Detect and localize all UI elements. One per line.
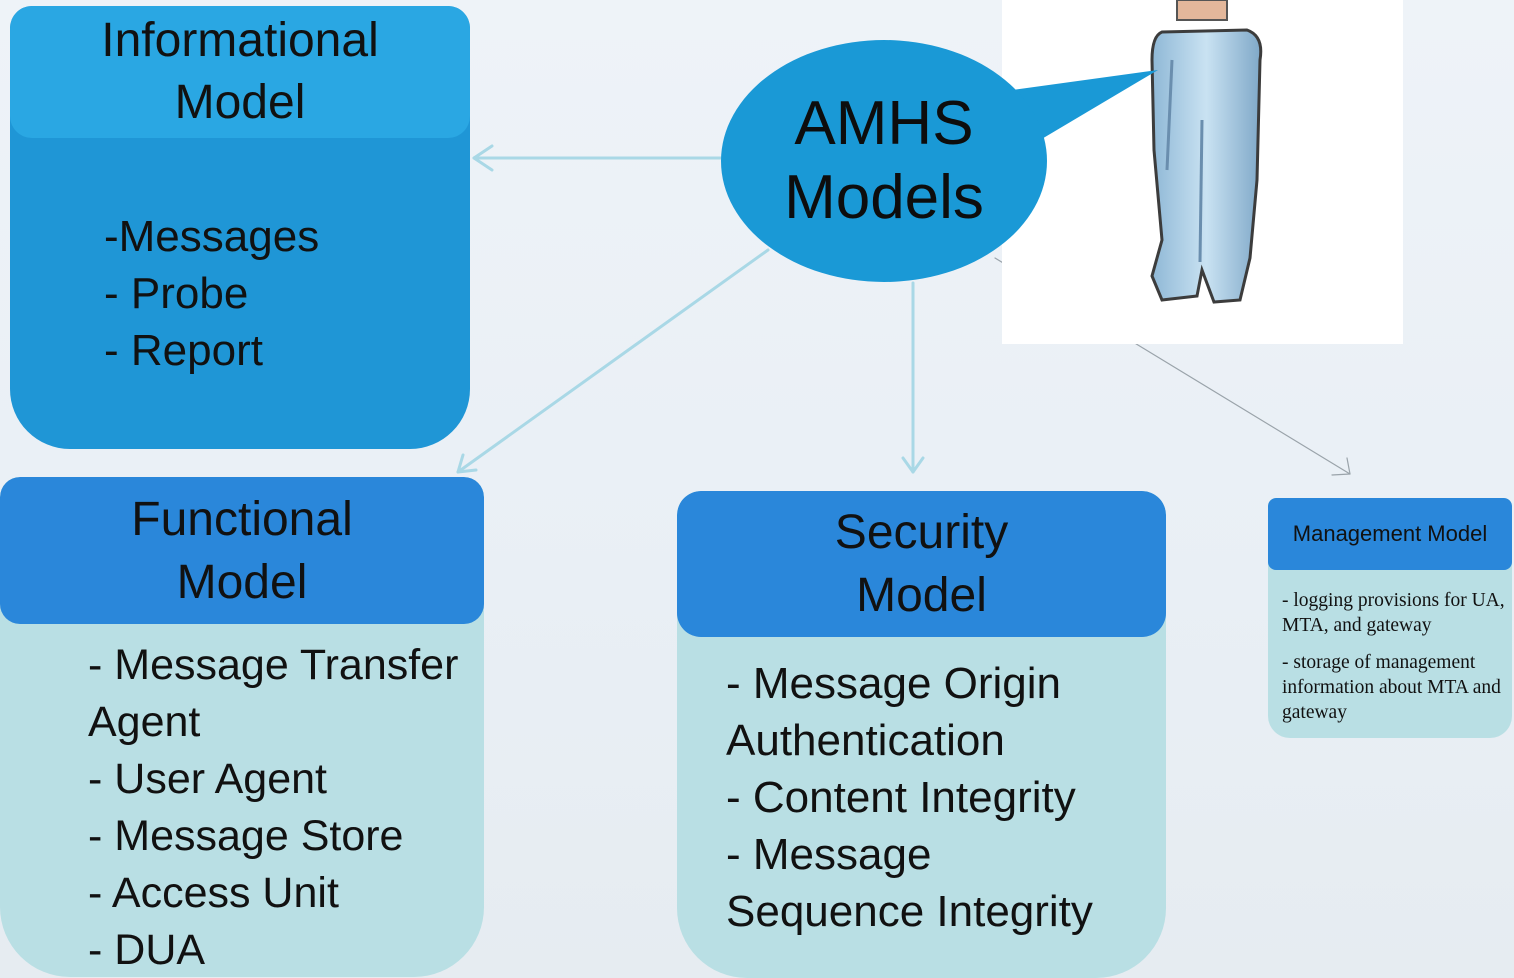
management-model-items: - logging provisions for UA, MTA, and ga… <box>1282 588 1508 737</box>
functional-model-items: - Message Transfer Agent - User Agent - … <box>88 637 458 977</box>
informational-model-box: Informational Model -Messages - Probe - … <box>10 6 470 449</box>
list-item: - logging provisions for UA, MTA, and ga… <box>1282 590 1505 636</box>
title-line: Model <box>856 569 987 622</box>
list-item: - Message Transfer <box>88 641 459 689</box>
management-model-box: Management Model - logging provisions fo… <box>1268 498 1512 738</box>
list-item: - Report <box>104 326 263 375</box>
arrow-to-security <box>901 281 925 474</box>
list-item: Authentication <box>726 716 1005 765</box>
list-item: - Content Integrity <box>726 773 1076 822</box>
list-item: Agent <box>88 698 201 746</box>
arrow-to-functional <box>456 248 770 474</box>
security-model-items: - Message Origin Authentication - Conten… <box>726 655 1093 940</box>
functional-model-box: Functional Model - Message Transfer Agen… <box>0 477 484 977</box>
list-item: - Message <box>726 830 932 879</box>
list-item: - Probe <box>104 269 249 318</box>
management-model-title: Management Model <box>1268 498 1512 570</box>
amhs-models-ellipse: AMHS Models <box>721 40 1047 282</box>
security-model-box: Security Model - Message Origin Authenti… <box>677 491 1166 978</box>
title-line: Informational <box>101 14 379 67</box>
title-line: Functional <box>131 492 353 546</box>
center-line-1: AMHS <box>794 89 974 158</box>
list-item: - Access Unit <box>88 869 339 917</box>
list-item: - storage of management information abou… <box>1282 652 1501 723</box>
list-item: Sequence Integrity <box>726 887 1093 936</box>
list-item: - Message Store <box>88 812 404 860</box>
informational-model-title: Informational Model <box>10 6 470 138</box>
title-line: Security <box>834 506 1009 559</box>
title-line: Model <box>174 76 306 129</box>
list-item: - DUA <box>88 926 206 974</box>
list-item: - User Agent <box>88 755 327 803</box>
center-line-2: Models <box>784 163 984 232</box>
person-illustration <box>1002 0 1403 344</box>
person-figure-icon <box>1150 0 1263 304</box>
security-model-title: Security Model <box>677 491 1166 637</box>
list-item: -Messages <box>104 212 320 261</box>
informational-model-items: -Messages - Probe - Report <box>104 208 319 379</box>
arrow-to-informational <box>472 144 724 172</box>
functional-model-title: Functional Model <box>0 477 484 624</box>
title-line: Model <box>176 555 308 609</box>
list-item: - Message Origin <box>726 659 1062 708</box>
